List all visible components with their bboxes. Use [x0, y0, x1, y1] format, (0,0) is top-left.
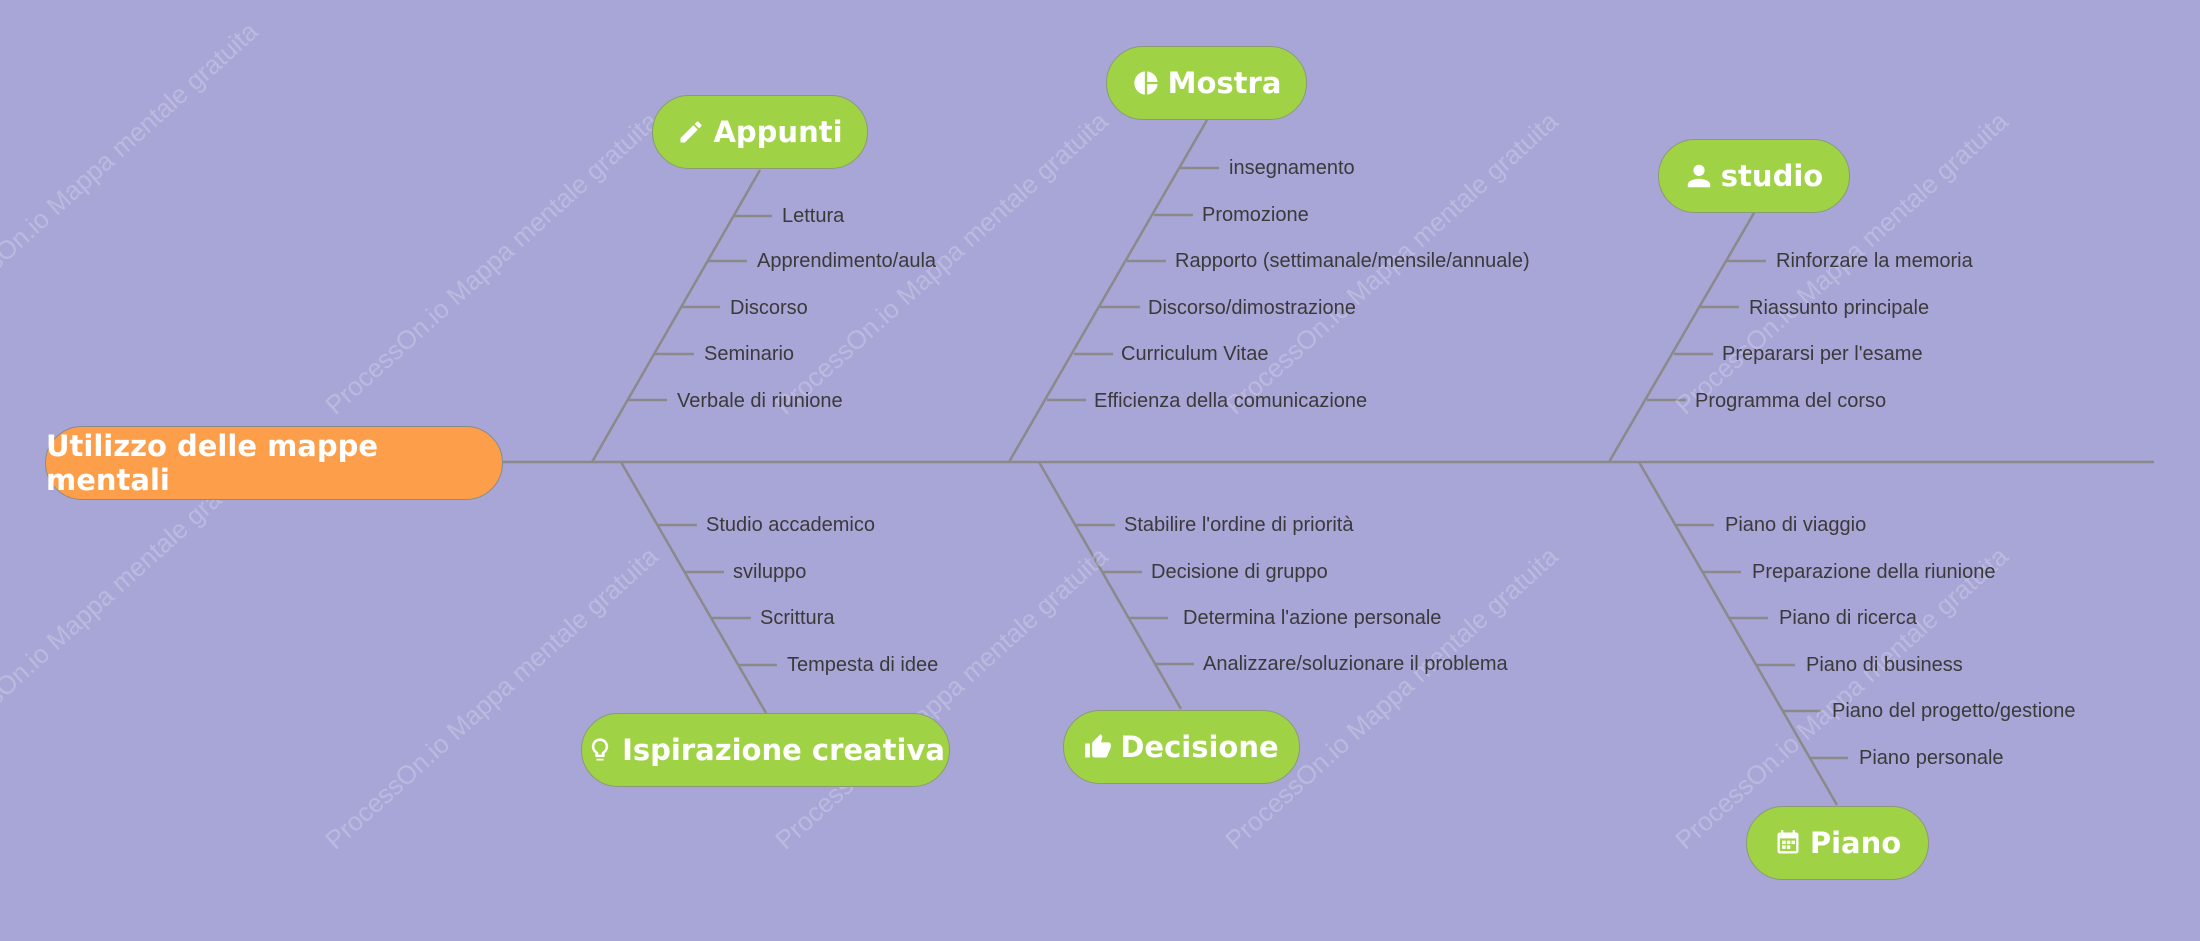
list-item[interactable]: Rinforzare la memoria [1776, 250, 1973, 272]
list-item[interactable]: Efficienza della comunicazione [1094, 390, 1368, 412]
list-item[interactable]: Lettura [782, 205, 845, 227]
list-item[interactable]: Stabilire l'ordine di priorità [1124, 514, 1354, 536]
topic-label: Appunti [713, 115, 843, 149]
list-item[interactable]: Curriculum Vitae [1121, 343, 1269, 365]
root-topic[interactable]: Utilizzo delle mappe mentali [45, 426, 503, 500]
list-item[interactable]: sviluppo [733, 561, 807, 583]
branch-line-ispirazione [619, 461, 768, 714]
topic-decisione[interactable]: Decisione [1063, 710, 1300, 784]
list-item[interactable]: Tempesta di idee [787, 654, 939, 676]
user-icon [1687, 164, 1710, 188]
list-item[interactable]: Riassunto principale [1749, 297, 1930, 319]
list-item[interactable]: Programma del corso [1695, 390, 1887, 412]
lightbulb-icon [591, 738, 609, 761]
list-item[interactable]: Analizzare/soluzionare il problema [1203, 653, 1508, 675]
list-item[interactable]: Apprendimento/aula [757, 250, 937, 272]
list-item[interactable]: Piano di business [1806, 654, 1963, 676]
topic-piano[interactable]: Piano [1746, 806, 1929, 880]
list-item[interactable]: Rapporto (settimanale/mensile/annuale) [1175, 250, 1530, 272]
list-item[interactable]: Verbale di riunione [677, 390, 843, 412]
topic-mostra[interactable]: Mostra [1106, 46, 1307, 120]
branch-line-mostra [1007, 119, 1209, 463]
list-item[interactable]: Piano personale [1859, 747, 2004, 769]
pie-chart-icon [1133, 71, 1158, 95]
topic-label: Decisione [1120, 730, 1279, 764]
branch-line-decisione [1037, 461, 1183, 710]
list-item[interactable]: Promozione [1202, 204, 1309, 226]
thumbs-up-icon [1085, 734, 1112, 758]
list-item[interactable]: insegnamento [1229, 157, 1355, 179]
list-item[interactable]: Studio accademico [706, 514, 875, 536]
pencil-icon [680, 121, 702, 143]
list-item[interactable]: Piano di viaggio [1725, 514, 1867, 536]
branch-line-studio [1607, 212, 1756, 463]
topic-label: Mostra [1167, 66, 1282, 100]
list-item[interactable]: Decisione di gruppo [1151, 561, 1328, 583]
branch-line-piano [1637, 461, 1839, 806]
list-item[interactable]: Determina l'azione personale [1183, 607, 1442, 629]
list-item[interactable]: Scrittura [760, 607, 835, 629]
topic-label: Ispirazione creativa [622, 733, 945, 767]
topic-label: Piano [1809, 826, 1902, 860]
list-item[interactable]: Seminario [704, 343, 795, 365]
list-item[interactable]: Prepararsi per l'esame [1722, 343, 1923, 365]
item-ticks [628, 166, 1848, 760]
list-item[interactable]: Piano di ricerca [1779, 607, 1917, 629]
root-topic-label: Utilizzo delle mappe mentali [46, 429, 379, 497]
branch-line-appunti [590, 169, 762, 463]
topic-studio[interactable]: studio [1658, 139, 1850, 213]
topic-appunti[interactable]: Appunti [652, 95, 868, 169]
list-item[interactable]: Piano del progetto/gestione [1832, 700, 2076, 722]
list-item[interactable]: Discorso/dimostrazione [1148, 297, 1356, 319]
calendar-icon [1777, 830, 1799, 854]
topic-ispirazione-creativa[interactable]: Ispirazione creativa [581, 713, 950, 787]
list-item[interactable]: Preparazione della riunione [1752, 561, 1996, 583]
list-item[interactable]: Discorso [730, 297, 808, 319]
topic-label: studio [1720, 159, 1824, 193]
